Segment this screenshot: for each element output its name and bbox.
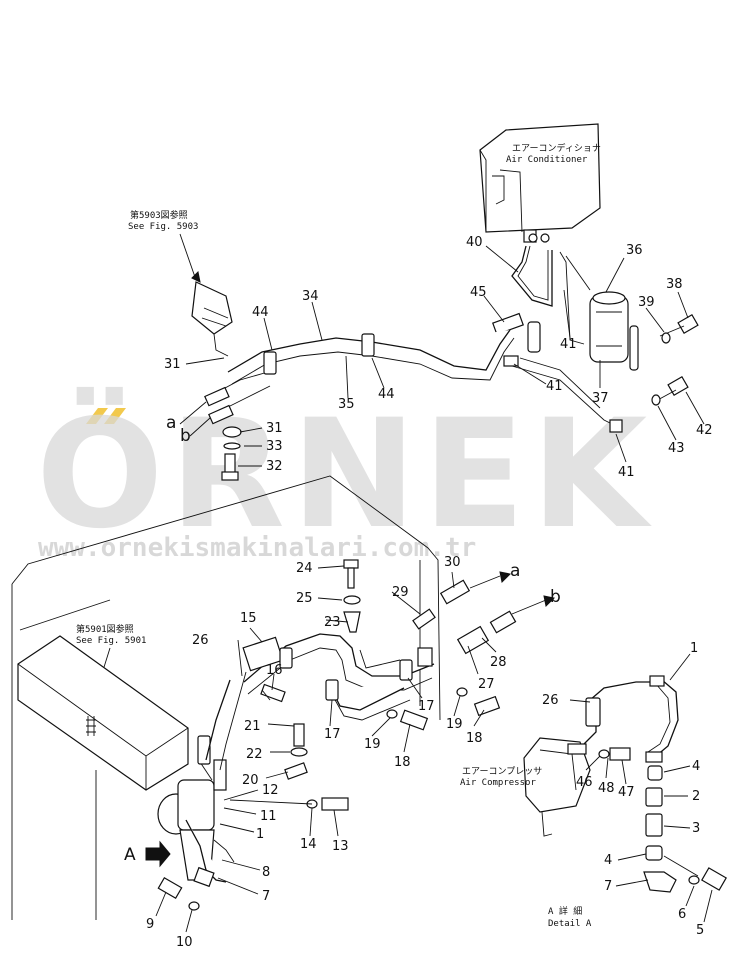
detail-label-en: Detail A [548,919,592,929]
callout-41-mid: 41 [546,379,563,394]
connection-a-left: a [166,413,176,433]
view-label-a: A [124,845,136,865]
ac-hoses [492,245,623,433]
callout-9: 9 [146,917,154,932]
callout-18-right: 18 [466,731,483,746]
leader-lines [155,245,713,933]
callout-24: 24 [296,561,313,576]
air-conditioner-label-en: Air Conditioner [506,155,588,165]
callout-25: 25 [296,591,313,606]
callout-17-left: 17 [324,727,341,742]
ref-top-jp: 第5903図参照 [130,209,188,221]
connection-b-left: b [180,426,191,446]
callout-1-left: 1 [256,827,264,842]
callout-3: 3 [692,821,700,836]
air-conditioner-label-jp: エアーコンディショナ [512,142,601,154]
callout-26-right: 26 [542,693,559,708]
callout-48: 48 [598,781,615,796]
callout-31-top: 31 [164,357,181,372]
callout-2: 2 [692,789,700,804]
callout-16: 16 [266,663,283,678]
ref-left-jp: 第5901図参照 [76,623,134,635]
callout-12: 12 [262,783,279,798]
middle-hoses [242,633,435,721]
callout-40: 40 [466,235,483,250]
detail-a-compressor: エアーコンプレッサ Air Compressor A 詳 細 Detail A [460,737,592,929]
upper-bracket: 第5903図参照 See Fig. 5903 [128,209,233,357]
callout-41-top: 41 [560,337,577,352]
middle-bolts [157,559,556,911]
callout-14: 14 [300,837,317,852]
callout-10: 10 [176,935,193,950]
callout-20: 20 [242,773,259,788]
callout-39: 39 [638,295,655,310]
callout-1-right: 1 [690,641,698,656]
left-component-box: 第5901図参照 See Fig. 5901 [17,623,189,791]
callout-32: 32 [266,459,283,474]
air-compressor-label-en: Air Compressor [460,778,536,788]
watermark-url: www.ornekismakinalari.com.tr [38,533,476,563]
air-compressor-label-jp: エアーコンプレッサ [462,766,542,777]
callout-43: 43 [668,441,685,456]
ref-top-en: See Fig. 5903 [128,222,198,232]
callout-7-right: 7 [604,879,612,894]
watermark-brand: ÖRNEK [36,386,653,562]
callout-46: 46 [576,775,593,790]
callout-22: 22 [246,747,263,762]
callout-47: 47 [618,785,635,800]
callout-35: 35 [338,397,355,412]
air-conditioner-unit: エアーコンディショナ Air Conditioner [479,123,601,243]
callout-19-right: 19 [446,717,463,732]
detail-a-hoses [583,675,727,893]
callout-6: 6 [678,907,686,922]
callout-7-left: 7 [262,889,270,904]
detail-label-jp: A 詳 細 [548,905,582,917]
callout-33: 33 [266,439,283,454]
callout-27: 27 [478,677,495,692]
callout-18-left: 18 [394,755,411,770]
callout-5: 5 [696,923,704,938]
hose-assembly-34-35 [204,329,515,481]
callout-numbers: 40 36 38 39 45 41 41 37 42 43 41 34 44 4… [124,235,713,950]
callout-37: 37 [592,391,609,406]
view-arrow-a [145,840,171,868]
callout-45: 45 [470,285,487,300]
callout-41-low: 41 [618,465,635,480]
callout-8: 8 [262,865,270,880]
machine-outline [11,475,441,920]
callout-26-left: 26 [192,633,209,648]
callout-19-left: 19 [364,737,381,752]
compressor-left [157,671,247,888]
watermark-accent-right [104,408,126,424]
watermark: ÖRNEK www.ornekismakinalari.com.tr [36,386,653,563]
callout-4-low: 4 [604,853,612,868]
connection-b-right: b [550,587,561,607]
callout-30: 30 [444,555,461,570]
callout-44-left: 44 [252,305,269,320]
callout-11: 11 [260,809,277,824]
callout-17-right: 17 [418,699,435,714]
callout-4-top: 4 [692,759,700,774]
callout-42: 42 [696,423,713,438]
ref-left-en: See Fig. 5901 [76,636,146,646]
callout-29: 29 [392,585,409,600]
callout-28: 28 [490,655,507,670]
connection-a-right: a [510,561,520,581]
callout-13: 13 [332,839,349,854]
callout-21: 21 [244,719,261,734]
callout-31-low: 31 [266,421,283,436]
receiver-drier [589,291,639,371]
callout-23: 23 [324,615,341,630]
watermark-accent-left [86,408,108,424]
callout-15: 15 [240,611,257,626]
callout-38: 38 [666,277,683,292]
callout-36: 36 [626,243,643,258]
callout-44-right: 44 [378,387,395,402]
ac-fittings [651,313,699,406]
callout-34: 34 [302,289,319,304]
